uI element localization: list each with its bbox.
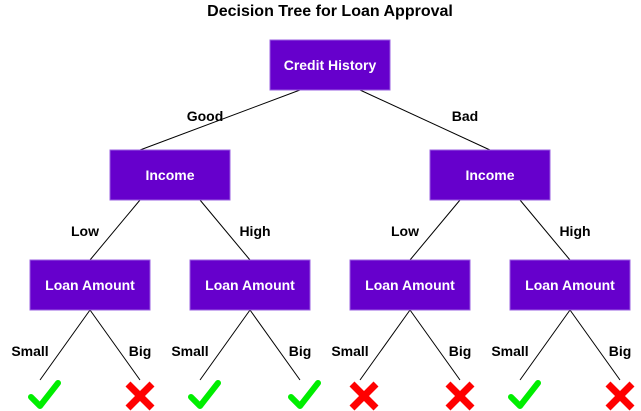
edge-label-leaf-7: Small	[491, 343, 528, 359]
node-box	[29, 259, 151, 311]
edge-label-leaf-8: Big	[609, 343, 632, 359]
edge-leaf-6	[409, 309, 461, 381]
edge-label-good-high: High	[239, 223, 270, 239]
edge-leaf-3	[199, 309, 251, 381]
edge-label-leaf-2: Big	[129, 343, 152, 359]
check-icon	[188, 380, 221, 409]
node-label: Loan Amount	[205, 277, 295, 293]
edge-label-bad-high: High	[559, 223, 590, 239]
cross-icon	[605, 381, 635, 411]
edge-leaf-1	[39, 309, 91, 381]
node-loan-amount-bad-low: Loan Amount	[349, 259, 471, 311]
diagram-title: Decision Tree for Loan Approval	[207, 3, 453, 20]
outcome-icons	[28, 380, 635, 411]
edge-label-good: Good	[187, 108, 224, 124]
node-income-good: Income	[109, 149, 231, 201]
cross-stroke	[445, 381, 475, 411]
cross-icon	[125, 381, 155, 411]
edge-good-low	[89, 199, 141, 261]
edge-label-leaf-5: Small	[331, 343, 368, 359]
edge-label-leaf-4: Big	[289, 343, 312, 359]
cross-stroke	[125, 381, 155, 411]
edge-label-bad: Bad	[452, 108, 478, 124]
edge-leaf-8	[569, 309, 621, 381]
edge-leaf-4	[249, 309, 301, 381]
edge-root-good	[139, 89, 301, 151]
check-icon	[508, 380, 541, 409]
node-box	[109, 149, 231, 201]
edge-label-leaf-6: Big	[449, 343, 472, 359]
edge-bad-low	[409, 199, 461, 261]
node-label: Loan Amount	[365, 277, 455, 293]
node-label: Credit History	[284, 57, 377, 73]
edge-leaf-7	[519, 309, 571, 381]
node-box	[429, 149, 551, 201]
edge-bad-high	[519, 199, 571, 261]
edge-leaf-5	[359, 309, 411, 381]
check-icon	[28, 380, 61, 409]
node-box	[349, 259, 471, 311]
edge-root-bad	[359, 89, 491, 151]
node-credit-history: Credit History	[269, 39, 391, 91]
node-loan-amount-good-high: Loan Amount	[189, 259, 311, 311]
node-box	[269, 39, 391, 91]
node-box	[509, 259, 631, 311]
check-icon	[288, 380, 321, 409]
node-loan-amount-good-low: Loan Amount	[29, 259, 151, 311]
node-loan-amount-bad-high: Loan Amount	[509, 259, 631, 311]
cross-icon	[445, 381, 475, 411]
node-box	[189, 259, 311, 311]
edge-label-leaf-3: Small	[171, 343, 208, 359]
node-label: Income	[465, 167, 514, 183]
edge-label-leaf-1: Small	[11, 343, 48, 359]
node-income-bad: Income	[429, 149, 551, 201]
node-label: Loan Amount	[525, 277, 615, 293]
edge-label-good-low: Low	[71, 223, 99, 239]
edge-good-high	[199, 199, 251, 261]
edge-label-bad-low: Low	[391, 223, 419, 239]
node-label: Income	[145, 167, 194, 183]
cross-icon	[349, 381, 379, 411]
edge-leaf-2	[89, 309, 141, 381]
cross-stroke	[349, 381, 379, 411]
cross-stroke	[605, 381, 635, 411]
node-label: Loan Amount	[45, 277, 135, 293]
